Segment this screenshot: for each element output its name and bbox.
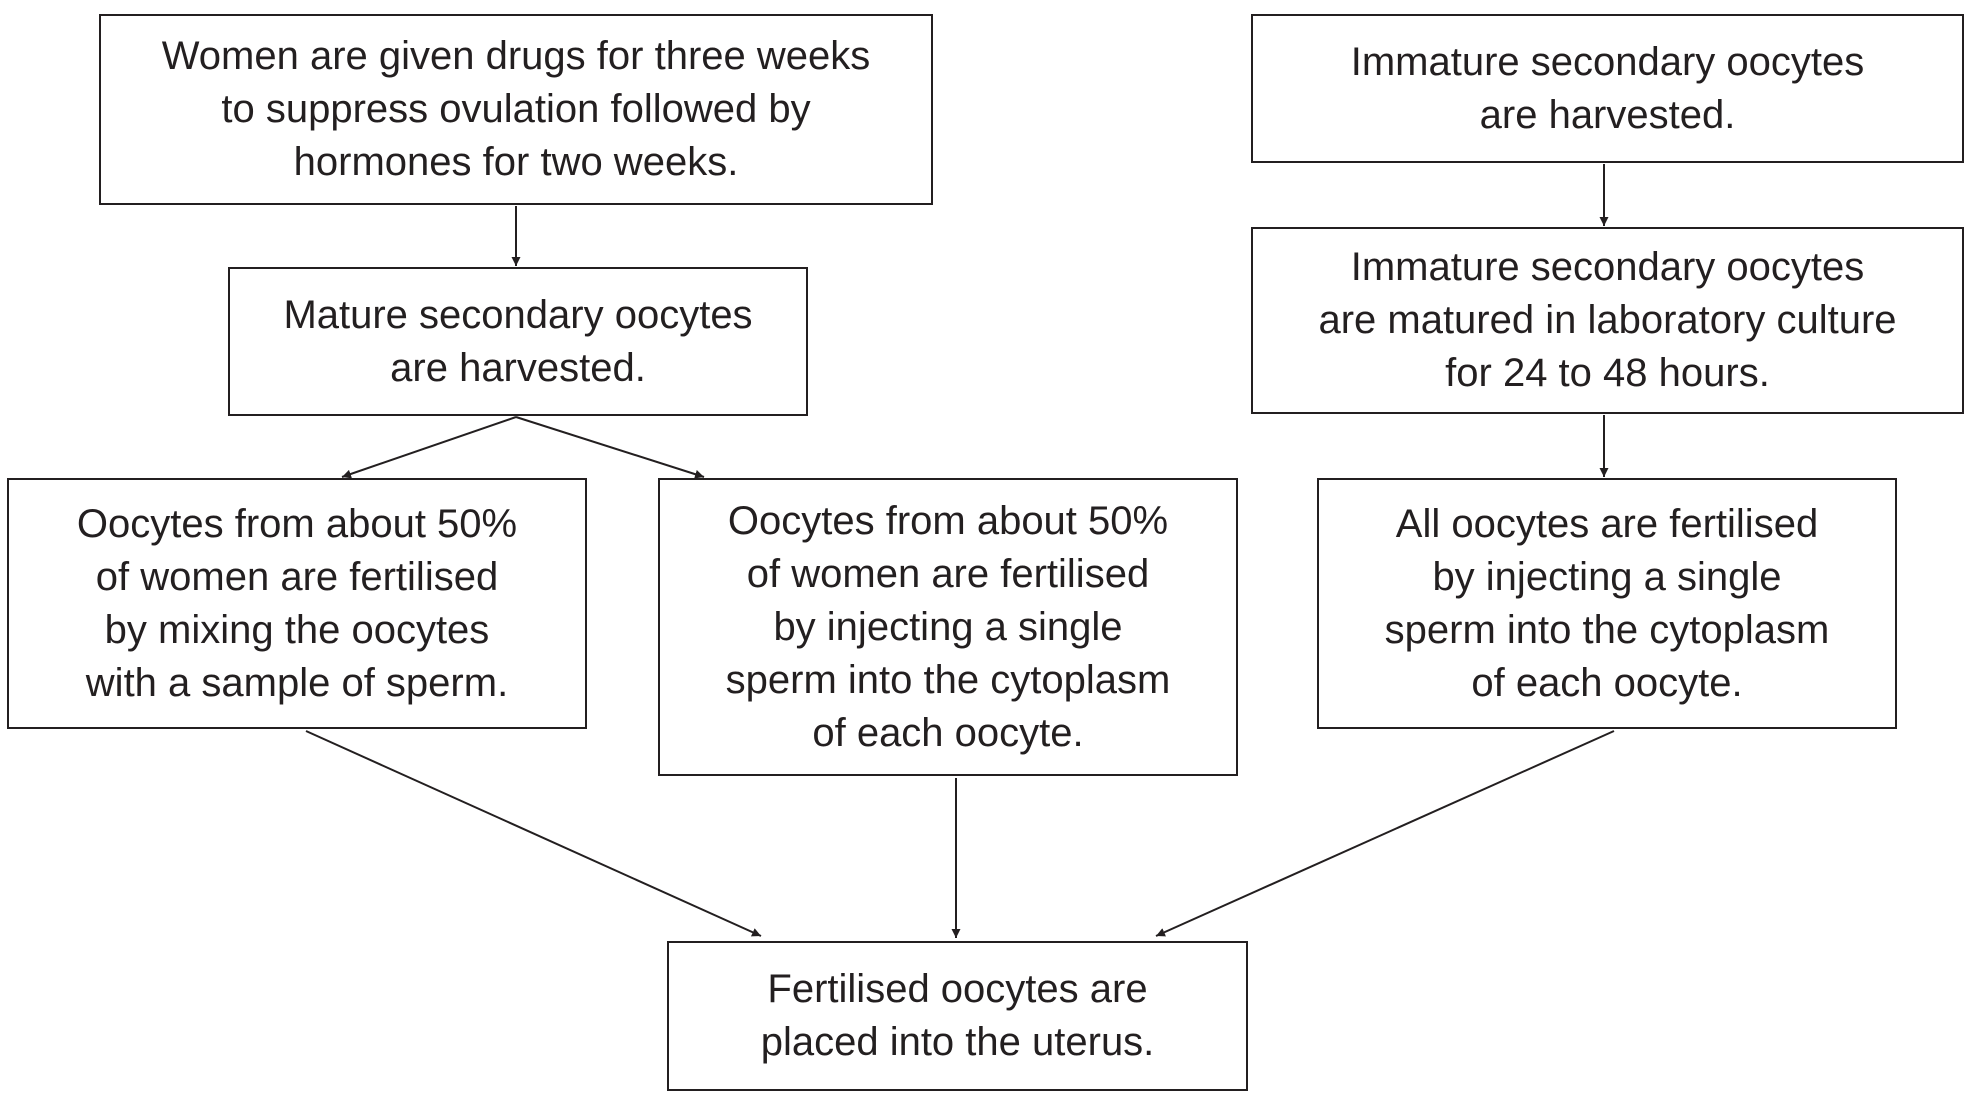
arrow-b2-to-b3 bbox=[341, 416, 517, 479]
arrow-b7-to-b8 bbox=[1155, 730, 1615, 937]
step-mature-oocytes-harvested-text: Mature secondary oocytes are harvested. bbox=[283, 292, 753, 390]
step-fertilised-by-injection-half-text: Oocytes from about 50% of women are fert… bbox=[725, 498, 1171, 755]
step-placed-into-uterus: Fertilised oocytes are placed into the u… bbox=[667, 941, 1248, 1091]
step-suppress-ovulation: Women are given drugs for three weeks to… bbox=[99, 14, 933, 205]
step-fertilised-by-mixing: Oocytes from about 50% of women are fert… bbox=[7, 478, 587, 729]
step-oocytes-matured-in-culture-text: Immature secondary oocytes are matured i… bbox=[1318, 245, 1897, 395]
step-mature-oocytes-harvested: Mature secondary oocytes are harvested. bbox=[228, 267, 808, 416]
step-all-fertilised-by-injection-text: All oocytes are fertilised by injecting … bbox=[1384, 501, 1830, 705]
step-all-fertilised-by-injection: All oocytes are fertilised by injecting … bbox=[1317, 478, 1897, 729]
step-fertilised-by-mixing-text: Oocytes from about 50% of women are fert… bbox=[76, 501, 518, 705]
arrow-b2-to-b4 bbox=[515, 416, 705, 479]
arrow-b3-to-b8 bbox=[305, 730, 762, 937]
step-oocytes-matured-in-culture: Immature secondary oocytes are matured i… bbox=[1251, 227, 1964, 414]
step-suppress-ovulation-text: Women are given drugs for three weeks to… bbox=[161, 34, 871, 184]
step-immature-oocytes-harvested: Immature secondary oocytes are harvested… bbox=[1251, 14, 1964, 163]
step-immature-oocytes-harvested-text: Immature secondary oocytes are harvested… bbox=[1350, 39, 1865, 137]
step-placed-into-uterus-text: Fertilised oocytes are placed into the u… bbox=[760, 967, 1155, 1064]
step-fertilised-by-injection-half: Oocytes from about 50% of women are fert… bbox=[658, 478, 1238, 776]
